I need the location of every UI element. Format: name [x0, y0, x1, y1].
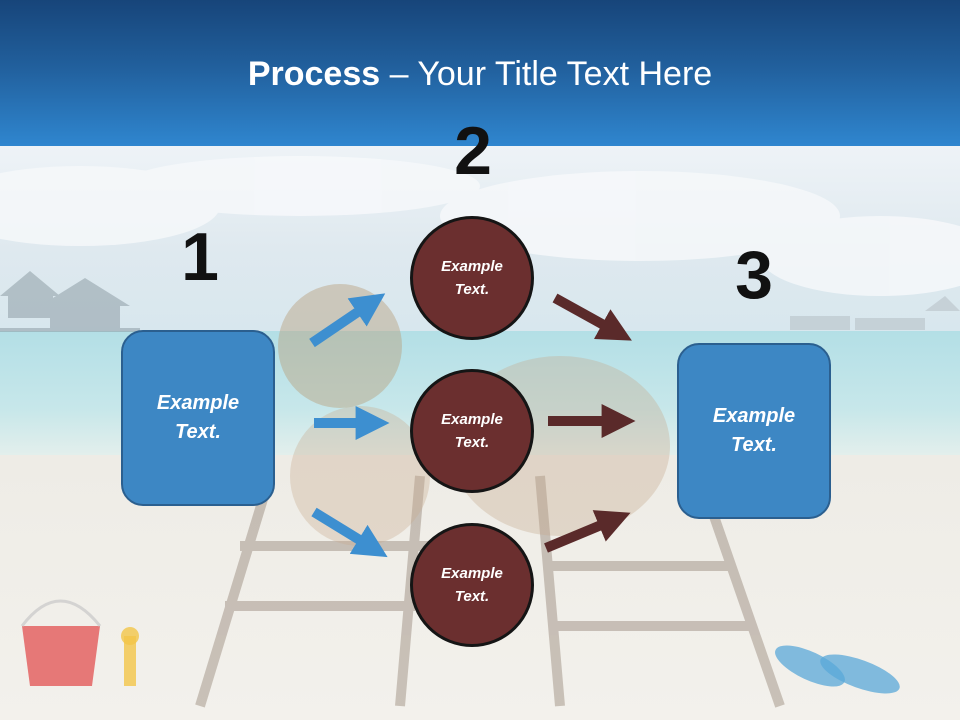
step-number-3: 3 — [735, 237, 773, 313]
arrow-blue-up — [309, 293, 386, 348]
step-1-text: Example Text. — [138, 389, 258, 447]
step-3-text-line2: Text. — [731, 434, 777, 456]
circle-bottom-line2: Text. — [454, 588, 490, 605]
arrow-brown-up — [544, 510, 631, 553]
step-3-text-line1: Example — [712, 405, 796, 427]
title-rest: – Your Title Text Here — [380, 55, 713, 93]
circle-bottom-line1: Example — [441, 565, 503, 582]
circle-top-line2: Text. — [454, 281, 490, 298]
step-3-box: Example Text. — [677, 343, 831, 519]
arrow-brown-down — [552, 293, 632, 341]
arrow-blue-down — [311, 507, 388, 558]
step-1-text-line2: Text. — [175, 421, 221, 443]
slide-title: Process – Your Title Text Here — [0, 52, 960, 96]
step-2-circle-middle: Example Text. — [410, 369, 534, 493]
step-1-text-line1: Example — [156, 392, 240, 414]
circle-top-text: Example Text. — [427, 255, 517, 301]
step-2-circle-bottom: Example Text. — [410, 523, 534, 647]
circle-middle-line2: Text. — [454, 434, 490, 451]
circle-top-line1: Example — [441, 258, 503, 275]
step-2-circle-top: Example Text. — [410, 216, 534, 340]
step-number-2: 2 — [454, 113, 492, 189]
title-bold: Process — [247, 55, 381, 93]
step-3-text: Example Text. — [694, 402, 814, 460]
circle-bottom-text: Example Text. — [427, 562, 517, 608]
circle-middle-line1: Example — [441, 411, 503, 428]
step-number-1: 1 — [181, 219, 219, 295]
step-1-box: Example Text. — [121, 330, 275, 506]
circle-middle-text: Example Text. — [427, 408, 517, 454]
title-banner — [0, 0, 960, 146]
